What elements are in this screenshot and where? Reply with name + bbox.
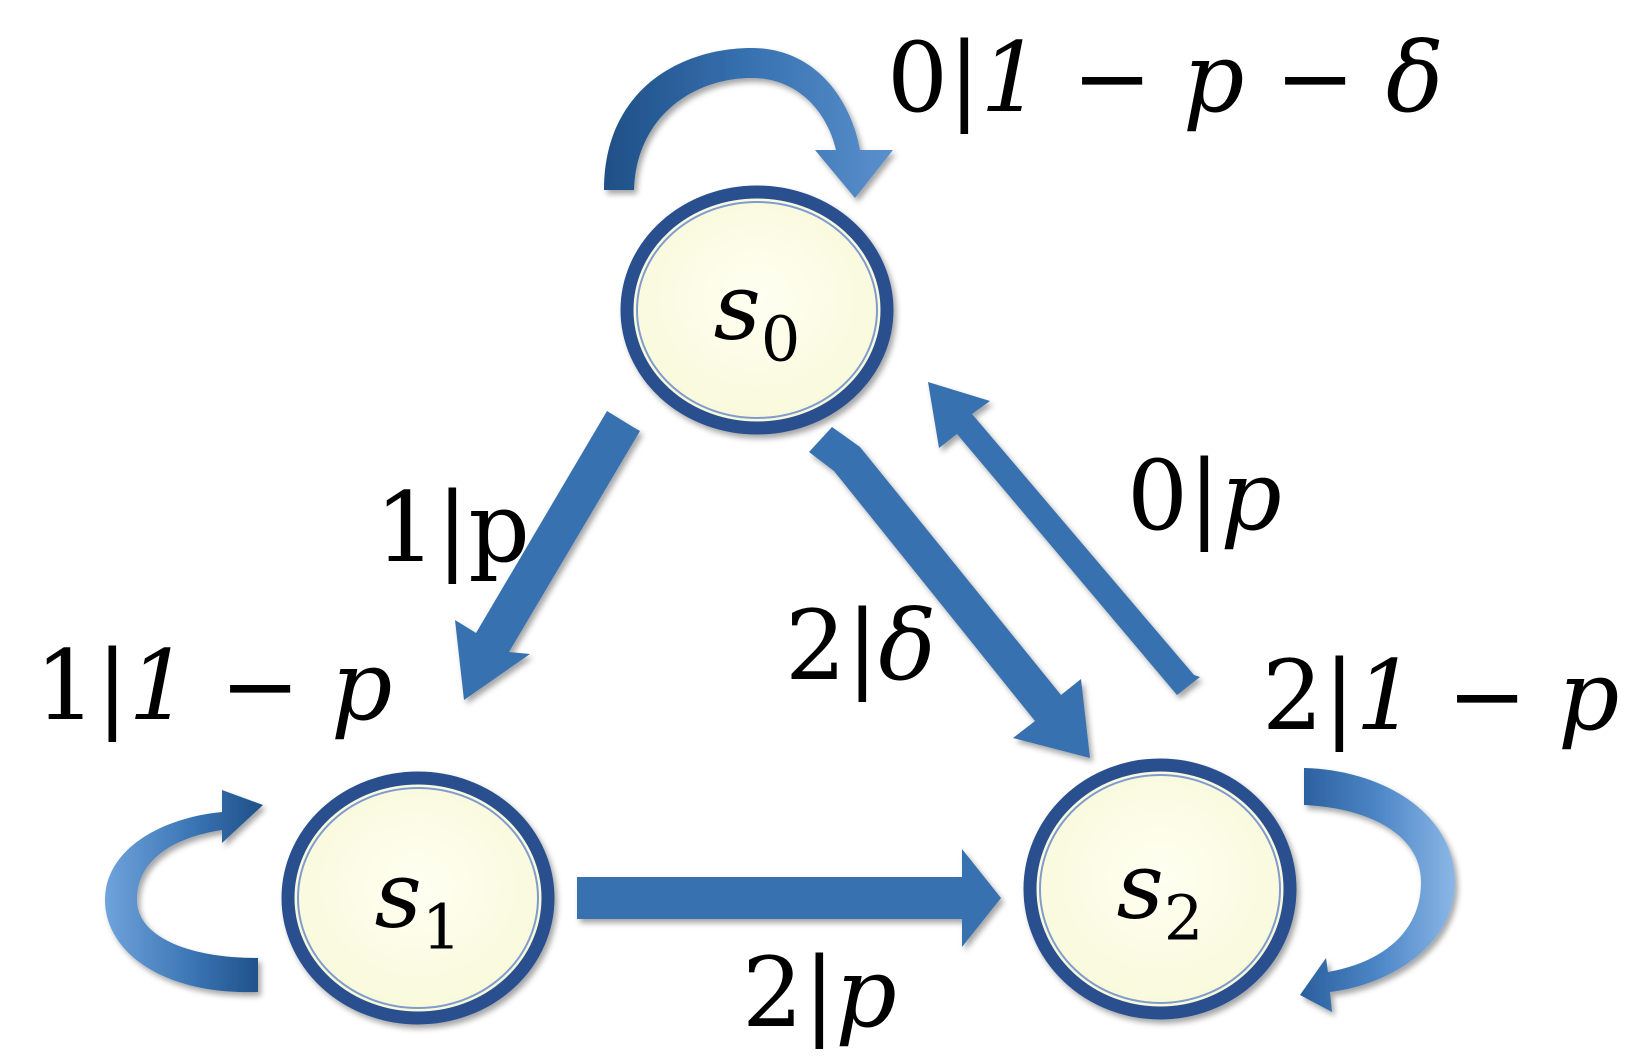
self-loop-arrow-s2 (1300, 768, 1455, 1012)
state-node-s2 (1023, 758, 1297, 1020)
label-s1-self-loop: 1|1 − p (35, 630, 393, 742)
arrow-s1-to-s2 (577, 849, 1001, 947)
state-label-s1: s1 (374, 841, 462, 964)
label-s2-to-s0: 0|p (1127, 440, 1282, 552)
arrow-s0-to-s1 (455, 411, 640, 700)
label-s0-self-loop: 0|1 − p − δ (887, 22, 1444, 134)
state-node-s0 (620, 185, 894, 435)
arrow-s0-to-s2 (809, 427, 1090, 758)
state-label-s0: s0 (713, 253, 801, 376)
label-s0-to-s2: 2|δ (785, 590, 937, 702)
self-loop-arrow-s0 (604, 48, 893, 198)
self-loop-arrow-s1 (105, 790, 263, 993)
label-s1-to-s2: 2|p (742, 937, 897, 1049)
arrow-s2-to-s0 (928, 382, 1200, 695)
state-node-s1 (281, 771, 555, 1025)
label-s2-self-loop: 2|1 − p (1262, 640, 1620, 752)
state-label-s2: s2 (1116, 832, 1204, 955)
label-s0-to-s1: 1|p (375, 472, 530, 584)
